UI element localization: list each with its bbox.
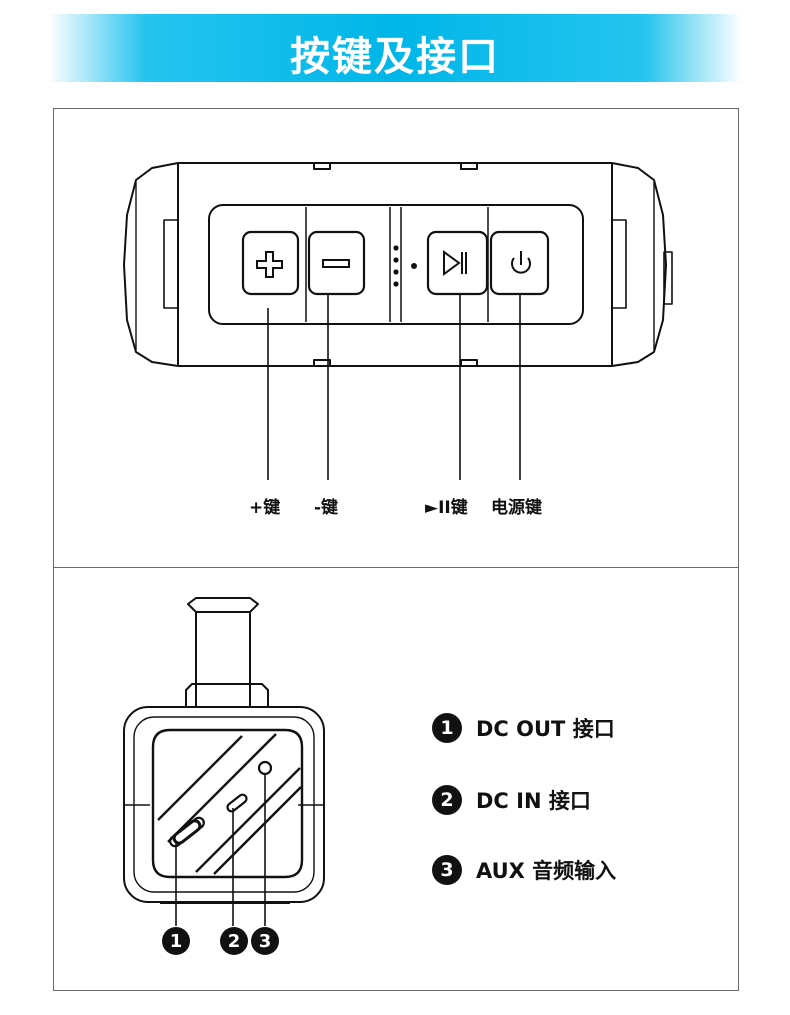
callout-3: 3: [251, 927, 279, 955]
button-panel: [208, 204, 584, 325]
carry-strap: [187, 597, 259, 708]
legend-item-dc-in: 2 DC IN 接口: [432, 783, 591, 817]
legend-badge: 1: [432, 713, 462, 743]
left-end-cap: [123, 162, 179, 367]
minus-button[interactable]: [307, 230, 366, 296]
dc-in-port: [226, 793, 248, 813]
indicator-led: [411, 263, 417, 269]
legend-label: DC OUT 接口: [476, 717, 615, 741]
plus-key-label: +键: [249, 498, 281, 518]
play-pause-icon: [443, 250, 467, 276]
side-port-cover: [663, 251, 673, 305]
callout-1: 1: [162, 927, 190, 955]
power-icon: [511, 251, 531, 274]
callout-2: 2: [220, 927, 248, 955]
plus-button[interactable]: [241, 230, 300, 296]
legend-item-aux: 3 AUX 音频输入: [432, 853, 616, 887]
legend-item-dc-out: 1 DC OUT 接口: [432, 711, 615, 745]
minus-key-label: -键: [314, 498, 339, 518]
port-cover: [151, 728, 304, 879]
play-pause-key-label: ►II键: [425, 498, 468, 518]
legend-label: AUX 音频输入: [476, 859, 617, 883]
power-key-label: 电源键: [491, 498, 542, 518]
right-strap-slot: [611, 219, 627, 309]
page-title: 按键及接口: [290, 34, 500, 80]
dc-out-port: [169, 816, 205, 848]
legend-label: DC IN 接口: [476, 789, 591, 813]
plus-icon: [256, 251, 283, 278]
left-strap-slot: [163, 219, 179, 309]
legend-badge: 3: [432, 855, 462, 885]
ports-panel: [53, 567, 739, 991]
aux-port: [257, 760, 273, 776]
legend-badge: 2: [432, 785, 462, 815]
title-banner: 按键及接口: [48, 14, 742, 82]
right-end-cap: [611, 162, 667, 367]
minus-icon: [322, 259, 350, 268]
